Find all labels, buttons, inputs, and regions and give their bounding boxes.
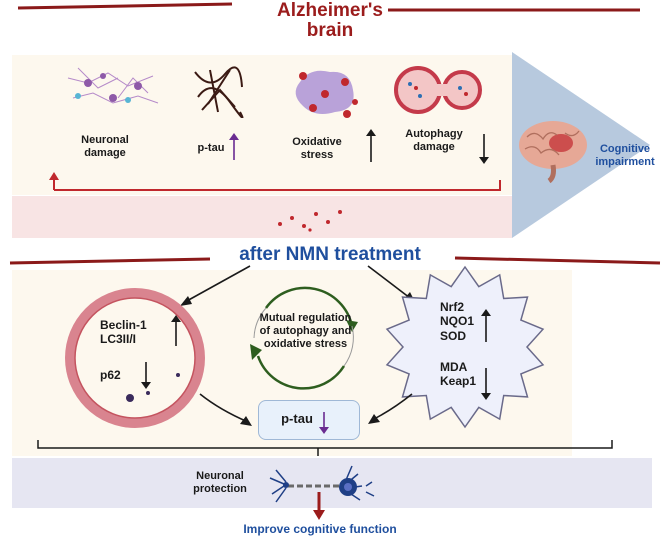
converging-arrows [199, 393, 413, 426]
oxidative-up-arrow [481, 309, 491, 342]
title-line1: Alzheimer's [277, 0, 383, 21]
brain-icon [519, 121, 587, 184]
pathology-label-line1: Neuronal [81, 134, 129, 146]
cycle-line3: oxidative stress [263, 338, 348, 351]
autophagy-up-arrow [171, 315, 181, 346]
ptau-up-arrow [229, 133, 239, 160]
bloodstream-band [12, 196, 512, 238]
ptau-result-box [258, 400, 360, 440]
title-line2: brain [306, 20, 354, 41]
pathology-label-ptau: p-tau [186, 142, 236, 155]
oxidative-cell-icon [295, 70, 358, 118]
pathology-label-line1: Oxidative [292, 136, 342, 148]
oxidative-starburst [385, 265, 545, 429]
autophagosome-icon [394, 66, 482, 114]
pathology-label-line2: stress [300, 149, 334, 162]
marker-mda: MDA [440, 360, 468, 374]
autophagy-down-arrow [479, 134, 489, 164]
autophagy-vesicle [65, 288, 205, 428]
protection-line1: Neuronal [196, 470, 244, 482]
blood-particles [278, 210, 342, 232]
pathology-label-oxidative: Oxidative stress [282, 136, 352, 162]
pathology-label-line2: damage [413, 141, 455, 154]
oxidative-up-arrow [366, 129, 376, 162]
improve-down-arrow [313, 492, 325, 520]
p62-down-arrow [141, 362, 151, 389]
neuron-cluster-icon [67, 67, 159, 104]
marker-nrf2: Nrf2 [440, 300, 465, 314]
autophagy-up-markers: Beclin-1 LC3II/I [100, 318, 180, 347]
oxidative-down-markers: MDA Keap1 [440, 360, 490, 389]
marker-lc3: LC3II/I [100, 332, 137, 347]
protection-line2: protection [193, 483, 247, 496]
protection-band [12, 458, 652, 508]
marker-keap1: Keap1 [440, 374, 477, 389]
ptau-down-arrow [319, 412, 329, 434]
marker-sod: SOD [440, 328, 467, 343]
marker-p62: p62 [100, 368, 121, 382]
protection-bracket [37, 440, 613, 456]
pathology-label-autophagy: Autophagy damage [394, 128, 474, 154]
pathology-bracket [49, 172, 501, 191]
autophagy-down-marker: p62 [100, 368, 140, 382]
tau-tangle-icon [194, 66, 244, 118]
pathology-label-line1: Autophagy [405, 128, 463, 140]
healthy-neuron-icon [269, 465, 375, 503]
outcome-label: Cognitive impairment [585, 143, 663, 169]
outcome-line1: Cognitive [599, 143, 651, 155]
pathology-label-neuronal: Neuronal damage [60, 134, 150, 160]
mutual-regulation-cycle [250, 286, 358, 390]
oxidative-down-arrow [481, 368, 491, 400]
oxidative-up-markers: Nrf2 NQO1 SOD [440, 300, 490, 343]
ptau-result-label: p-tau [281, 411, 313, 426]
pathology-label-line2: damage [84, 147, 126, 160]
marker-beclin: Beclin-1 [100, 318, 147, 332]
cycle-line2: of autophagy and [259, 325, 352, 338]
outcome-line2: impairment [595, 156, 655, 169]
treatment-header-lines [9, 256, 661, 265]
final-outcome: Improve cognitive function [243, 522, 397, 536]
marker-nqo1: NQO1 [440, 314, 475, 329]
treatment-title: after NMN treatment [239, 244, 421, 265]
cycle-line1: Mutual regulation [259, 312, 352, 324]
cycle-label: Mutual regulation of autophagy and oxida… [248, 312, 363, 352]
protection-label: Neuronal protection [175, 470, 265, 496]
header-decoration [17, 2, 640, 12]
pathology-label-line1: p-tau [197, 142, 225, 154]
